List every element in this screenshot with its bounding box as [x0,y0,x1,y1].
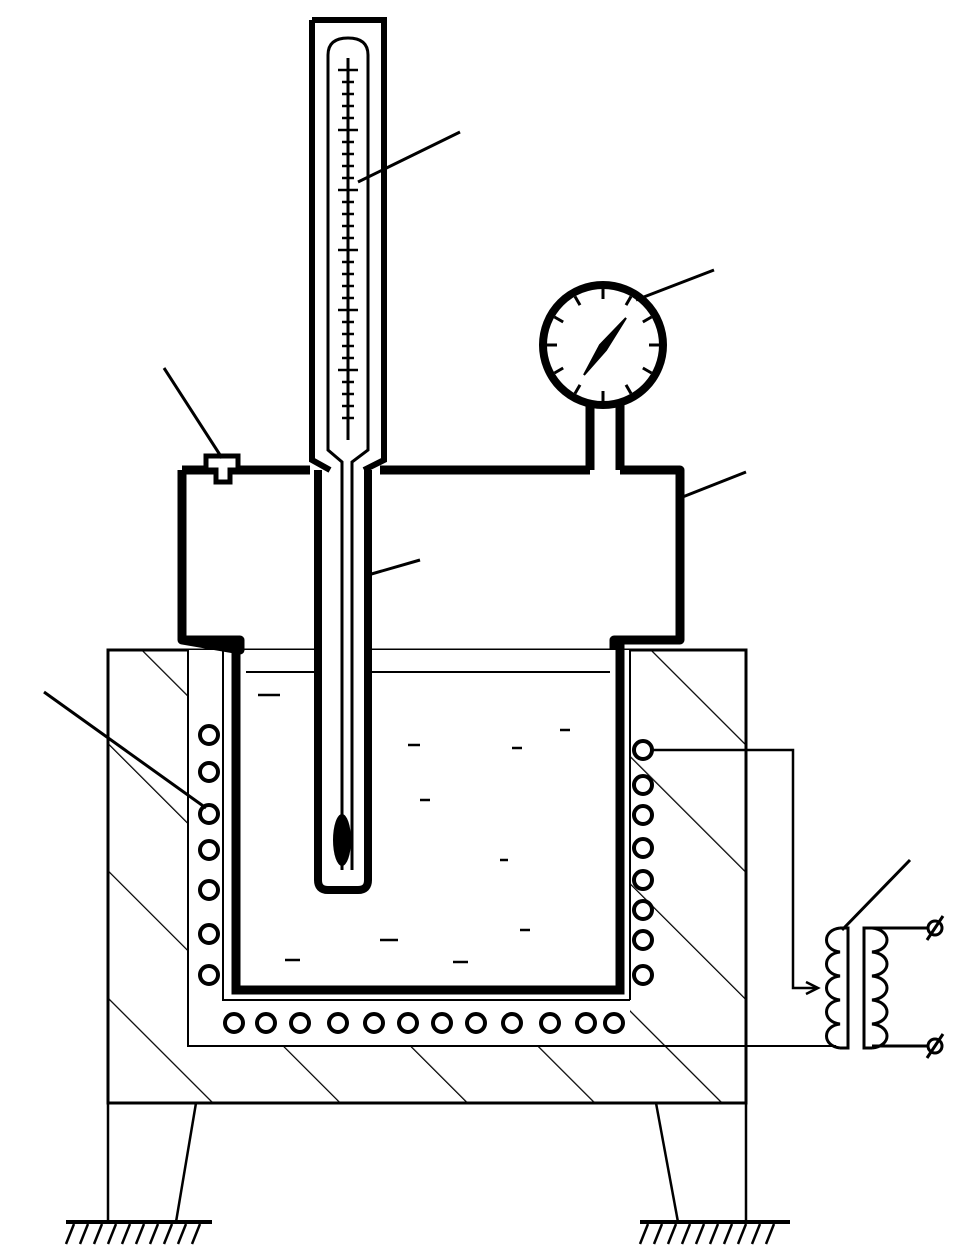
ground-hatch-mark [92,1223,104,1245]
gauge-tick [624,295,633,306]
coil-ring [465,1012,487,1034]
leader-pressure-gauge [635,268,715,302]
gauge-tick [573,384,582,395]
coil-ring [198,761,220,783]
coil-ring [198,879,220,901]
terminal-top [925,915,945,941]
coil-ring [632,774,654,796]
pressure-gauge [539,281,667,470]
ground-hatch-mark [722,1223,734,1245]
transformer-secondary-coil [871,926,889,1050]
coil-ring [632,739,654,761]
stopcock-valve [203,453,241,485]
ground-hatch-mark [638,1223,650,1245]
coil-ring [327,1012,349,1034]
gauge-tick [553,366,564,375]
liquid-chamber [231,640,625,995]
coil-ring [431,1012,453,1034]
coil-ring [255,1012,277,1034]
support-legs [64,1102,790,1245]
coil-lead-arrow [805,980,821,996]
coil-ring [289,1012,311,1034]
gauge-needle [583,317,627,376]
coil-ring [603,1012,625,1034]
coil-ring [198,803,220,825]
ground-hatch-mark [750,1223,762,1245]
ground-hatch-mark [78,1223,90,1245]
coil-ring [397,1012,419,1034]
leader-lines [43,130,912,932]
coil-ring [501,1012,523,1034]
liquid-surface-marks [258,693,570,964]
terminal-bottom [925,1033,945,1059]
coil-ring [632,899,654,921]
ground-hatch-mark [190,1223,202,1245]
ground-hatch-mark [148,1223,160,1245]
thermometer [309,17,387,870]
coil-lead-wire [650,748,816,990]
coil-ring [632,964,654,986]
transformer-secondary-core [862,926,872,1050]
thermometer-bulb [333,814,351,866]
gauge-dial-ticks [547,289,659,401]
coil-ring [632,804,654,826]
thermometer-scale [338,68,358,420]
leader-transformer [840,858,912,932]
heating-coil [198,724,654,1034]
transformer-core [840,926,850,1050]
ground-hatch-mark [120,1223,132,1245]
ground-hatch-mark [176,1223,188,1245]
coil-ring [575,1012,597,1034]
ground-hatch-mark [666,1223,678,1245]
ground-hatch-mark [106,1223,118,1245]
ground-hatch-mark [680,1223,692,1245]
coil-ring [363,1012,385,1034]
coil-ring [198,724,220,746]
ground-hatch-mark [708,1223,720,1245]
ground-hatch-mark [736,1223,748,1245]
ground-hatch-mark [64,1223,76,1245]
leader-heating-coil [43,690,207,810]
ground-hatch [64,1223,776,1245]
coil-ring [198,923,220,945]
gauge-tick [642,366,653,375]
transformer-primary-coil [825,926,841,1050]
ground-hatch-mark [162,1223,174,1245]
ground-hatch-mark [652,1223,664,1245]
ground-hatch-mark [134,1223,146,1245]
gauge-tick [624,384,633,395]
ground-hatch-mark [694,1223,706,1245]
coil-ring [632,929,654,951]
leader-thermometer-well [367,558,421,577]
leader-stopcock [162,367,224,459]
coil-ring [632,837,654,859]
coil-ring [539,1012,561,1034]
coil-ring [198,964,220,986]
pressure-vessel-lid [177,465,685,655]
ground-hatch-mark [764,1223,776,1245]
gauge-tick [553,315,564,324]
leader-vessel-lid [679,470,747,500]
coil-ring [632,869,654,891]
gauge-tick [642,315,653,324]
gauge-tick [573,295,582,306]
coil-ring [198,839,220,861]
coil-ring [223,1012,245,1034]
variable-transformer [825,926,928,1050]
heating-coil-bottom [223,1012,625,1034]
leader-thermometer [357,130,461,184]
heating-coil-left [198,724,220,986]
heating-coil-right [632,739,654,986]
